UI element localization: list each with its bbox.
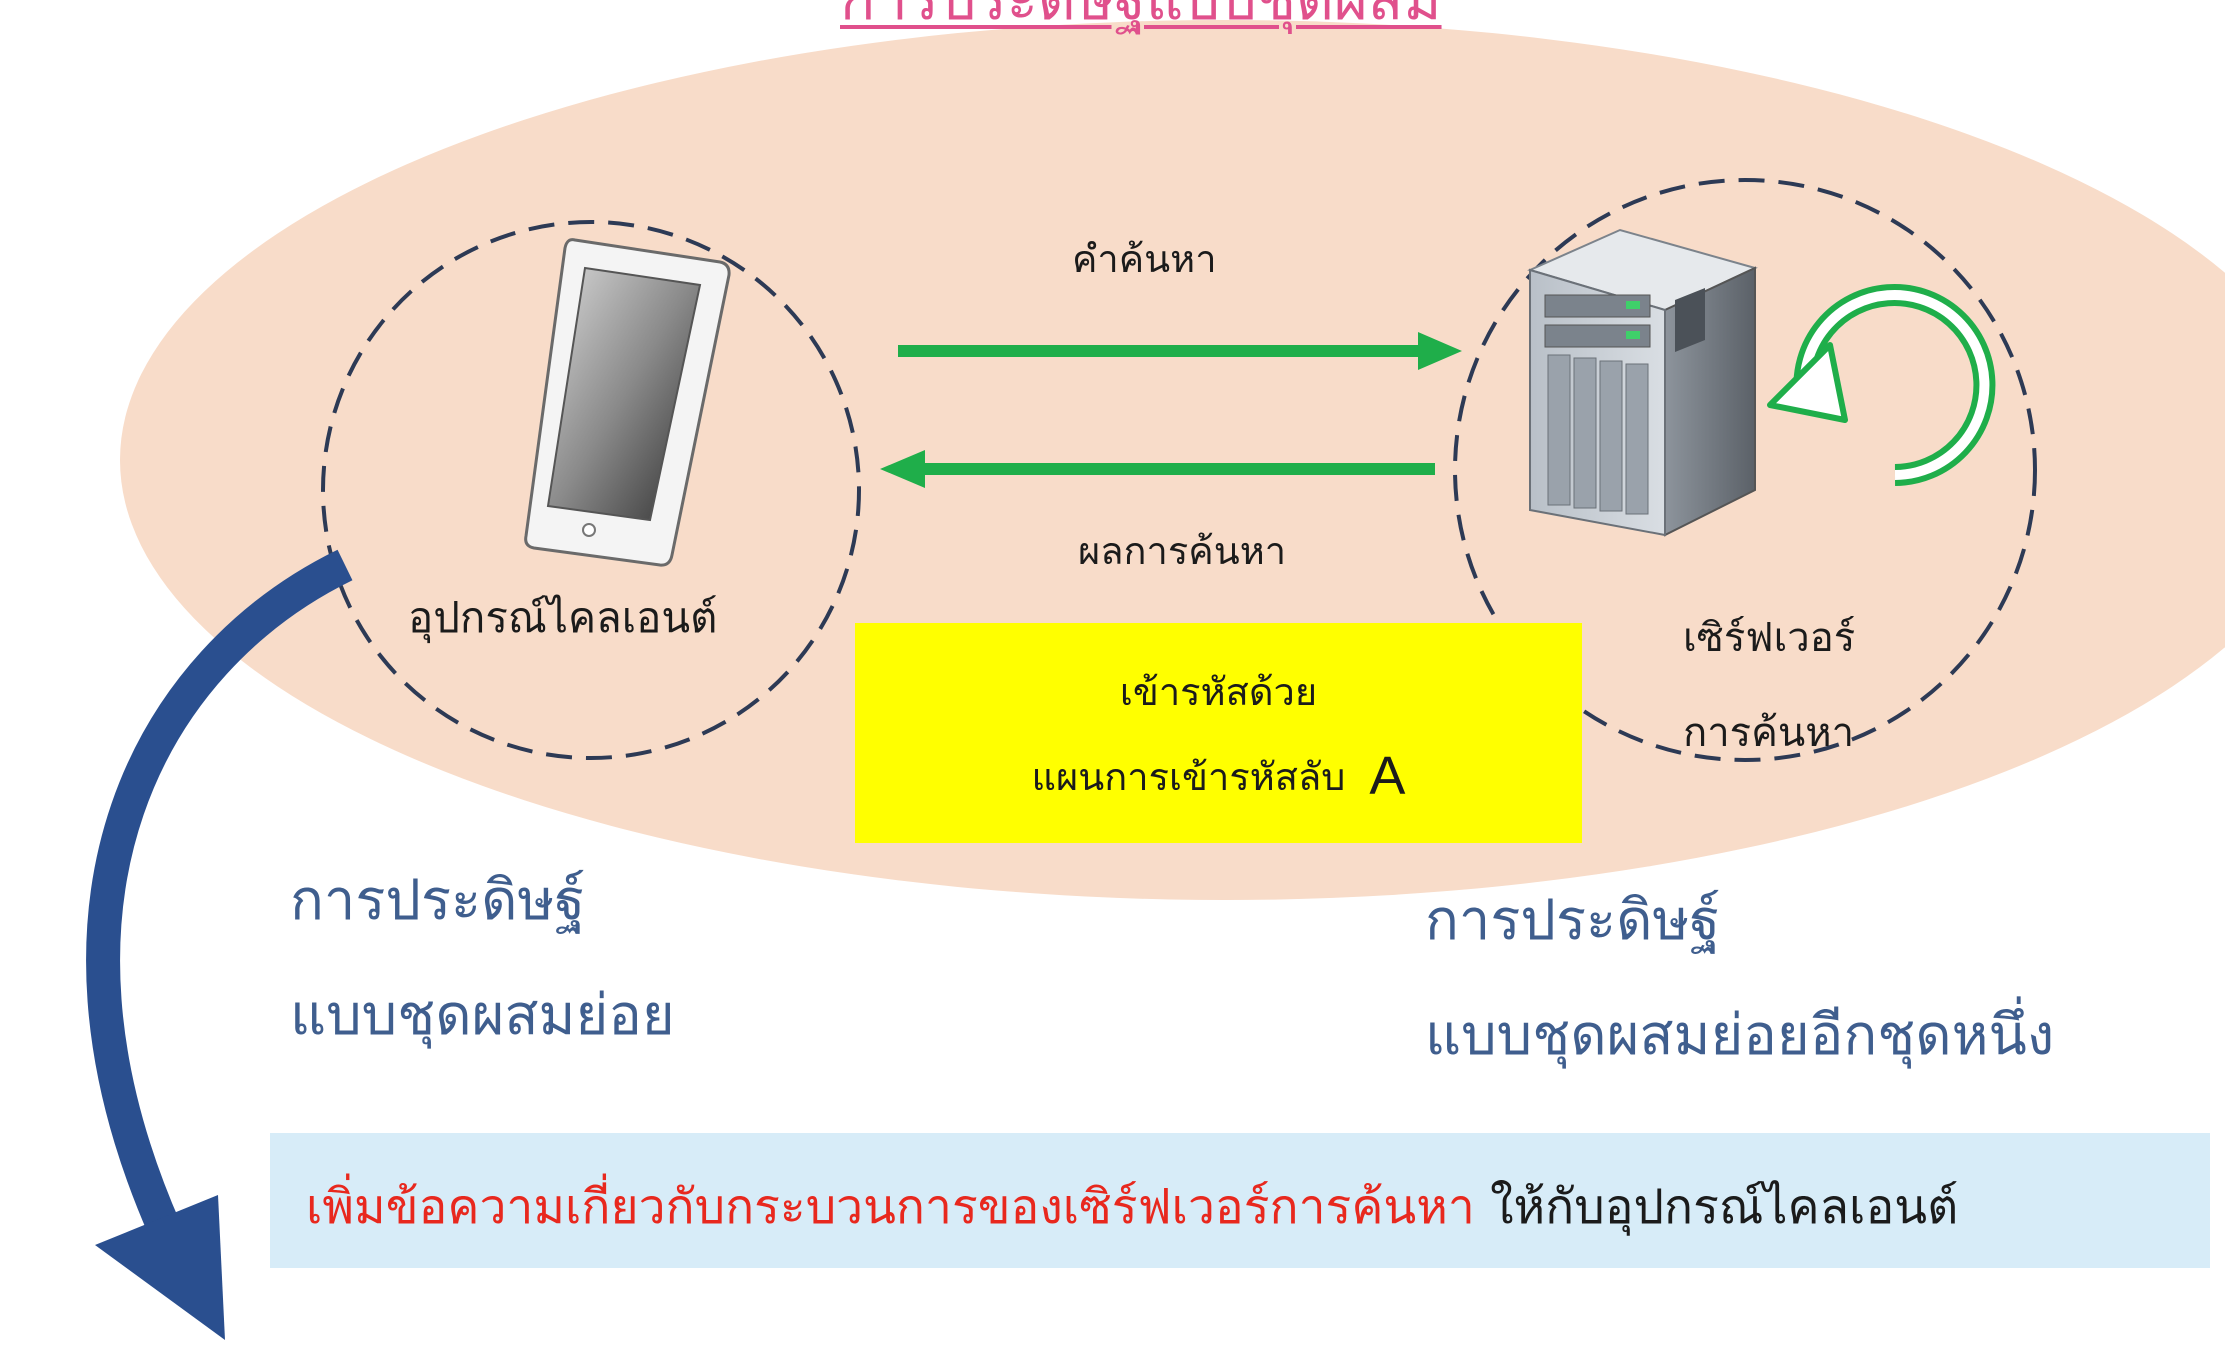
server-label-line2: การค้นหา bbox=[1683, 710, 1855, 756]
sub-invention-left-line2: แบบชุดผสมย่อย bbox=[290, 983, 675, 1048]
bottom-note-black: ให้กับอุปกรณ์ไคลเอนต์ bbox=[1490, 1179, 1959, 1235]
result-arrow bbox=[880, 450, 1435, 488]
refresh-icon bbox=[1767, 284, 1996, 486]
encryption-box: เข้ารหัสด้วย แผนการเข้ารหัสลับ A bbox=[855, 623, 1582, 843]
encryption-line1: เข้ารหัสด้วย bbox=[1119, 670, 1318, 714]
sub-invention-right-line2: แบบชุดผสมย่อยอีกชุดหนึ่ง bbox=[1425, 1003, 2055, 1068]
sub-invention-right-line1: การประดิษฐ์ bbox=[1425, 888, 1721, 953]
result-label: ผลการค้นหา bbox=[1078, 529, 1287, 573]
client-dashed-circle bbox=[321, 220, 861, 760]
bottom-note-bar: เพิ่มข้อความเกี่ยวกับกระบวนการของเซิร์ฟเ… bbox=[270, 1133, 2210, 1268]
diagram-title: การประดิษฐ์แบบชุดผสม bbox=[840, 0, 1442, 45]
sub-invention-left-line1: การประดิษฐ์ bbox=[290, 868, 586, 933]
curved-blue-arrow bbox=[86, 549, 353, 1340]
server-label-line1: เซิร์ฟเวอร์ bbox=[1683, 615, 1856, 661]
encryption-scheme-text: แผนการเข้ารหัสลับ bbox=[1031, 755, 1346, 799]
client-label: อุปกรณ์ไคลเอนต์ bbox=[408, 593, 718, 642]
query-arrow bbox=[898, 332, 1462, 370]
combination-ellipse bbox=[120, 20, 2225, 900]
tablet-icon bbox=[524, 238, 731, 567]
server-icon bbox=[1527, 228, 1758, 537]
encryption-line2: แผนการเข้ารหัสลับ A bbox=[855, 745, 1582, 807]
server-dashed-circle bbox=[1453, 178, 2037, 762]
bottom-note-red: เพิ่มข้อความเกี่ยวกับกระบวนการของเซิร์ฟเ… bbox=[306, 1179, 1475, 1235]
bottom-note: เพิ่มข้อความเกี่ยวกับกระบวนการของเซิร์ฟเ… bbox=[306, 1169, 1958, 1245]
query-label: คำค้นหา bbox=[1072, 237, 1217, 281]
encryption-scheme-letter: A bbox=[1369, 746, 1406, 806]
